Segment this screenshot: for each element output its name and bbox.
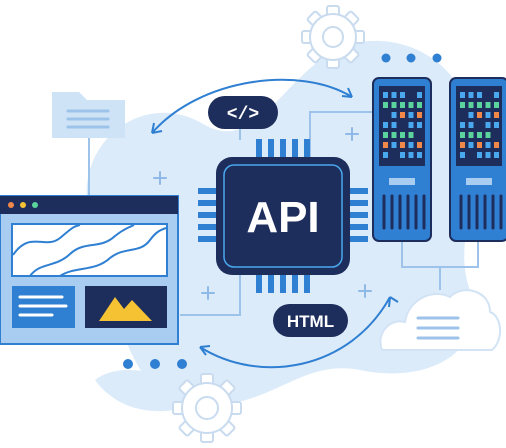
server-led — [460, 122, 465, 128]
server-led — [460, 142, 465, 148]
server-led — [460, 92, 465, 98]
svg-text:</>: </> — [227, 105, 259, 125]
window-dot — [32, 202, 38, 208]
svg-text:HTML: HTML — [287, 312, 334, 331]
server-led — [468, 92, 474, 98]
server-led — [460, 102, 465, 108]
server-led — [391, 122, 397, 128]
dots-decoration — [123, 359, 187, 369]
folder-icon — [52, 92, 125, 138]
server-led — [417, 152, 422, 158]
server-led — [485, 102, 491, 108]
mountain-icon — [99, 297, 152, 321]
chip-label: API — [246, 193, 319, 242]
server-led — [400, 102, 405, 108]
gear-icon — [172, 373, 242, 443]
server-led — [477, 112, 482, 118]
server-led — [477, 102, 482, 108]
server-led — [383, 92, 388, 98]
server-led — [494, 112, 499, 118]
server-rack — [372, 77, 432, 242]
server-led — [400, 112, 405, 118]
server-led — [485, 112, 491, 118]
server-led — [460, 132, 465, 138]
server-led — [468, 122, 474, 128]
plus-icon — [153, 127, 372, 300]
window-dot — [8, 202, 14, 208]
server-led — [417, 92, 422, 98]
arrow-top — [151, 78, 353, 134]
server-led — [477, 152, 482, 158]
dots-decoration — [381, 53, 442, 63]
map-panel — [11, 223, 168, 277]
server-led — [408, 132, 414, 138]
code-badge: </> — [208, 96, 278, 129]
server-led — [468, 112, 474, 118]
server-led — [383, 122, 388, 128]
server-led — [391, 102, 397, 108]
api-chip: API — [198, 139, 368, 293]
server-led — [417, 112, 422, 118]
server-led — [383, 152, 388, 158]
server-led — [391, 92, 397, 98]
server-led — [494, 152, 499, 158]
server-led — [485, 132, 491, 138]
browser-window — [0, 195, 179, 345]
server-led — [391, 112, 397, 118]
server-led — [408, 142, 414, 148]
server-led — [460, 152, 465, 158]
server-led — [494, 102, 499, 108]
server-led — [408, 102, 414, 108]
server-led — [468, 102, 474, 108]
server-led — [400, 92, 405, 98]
server-led — [383, 132, 388, 138]
server-led — [494, 142, 499, 148]
server-rack — [449, 77, 506, 242]
server-led — [494, 122, 499, 128]
server-led — [391, 132, 397, 138]
server-led — [468, 142, 474, 148]
cloud-icon — [379, 289, 501, 351]
server-led — [485, 142, 491, 148]
arrow-bottom — [199, 296, 399, 369]
server-led — [408, 152, 414, 158]
server-led — [417, 102, 422, 108]
server-led — [408, 122, 414, 128]
html-badge: HTML — [273, 304, 348, 337]
server-led — [383, 142, 388, 148]
server-led — [417, 142, 422, 148]
server-led — [468, 132, 474, 138]
server-led — [400, 142, 405, 148]
text-card — [12, 286, 75, 328]
server-led — [477, 132, 482, 138]
server-led — [391, 142, 397, 148]
server-led — [400, 132, 405, 138]
server-led — [485, 152, 491, 158]
server-led — [494, 92, 499, 98]
server-led — [400, 152, 405, 158]
server-led — [383, 102, 388, 108]
gear-icon — [301, 5, 365, 69]
server-led — [477, 92, 482, 98]
server-led — [477, 142, 482, 148]
server-led — [485, 122, 491, 128]
server-led — [408, 112, 414, 118]
window-dot — [20, 202, 26, 208]
server-led — [417, 122, 422, 128]
image-card — [85, 286, 167, 328]
